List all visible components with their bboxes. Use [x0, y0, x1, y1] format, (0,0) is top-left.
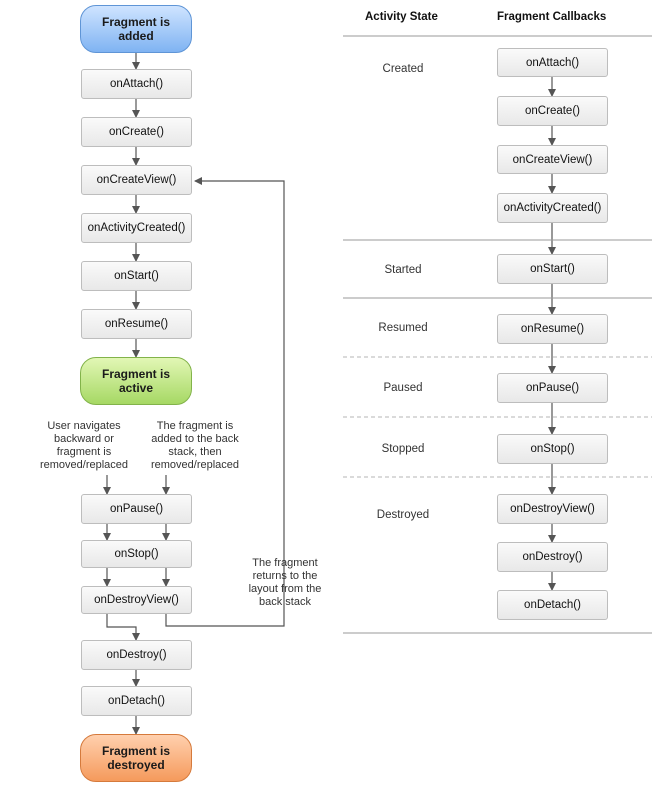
left-onpause-box: onPause() — [81, 494, 192, 524]
left-onstop-box: onStop() — [81, 540, 192, 568]
return-note: The fragment returns to the layout from … — [248, 557, 322, 608]
branch-right-note: The fragment is added to the back stack,… — [150, 420, 240, 471]
right-ondestroy-box: onDestroy() — [497, 542, 608, 572]
left-onstart-box: onStart() — [81, 261, 192, 291]
right-onattach-box: onAttach() — [497, 48, 608, 77]
state-created: Created — [382, 63, 424, 75]
state-stopped: Stopped — [381, 443, 425, 455]
header-fragment-callbacks: Fragment Callbacks — [497, 11, 607, 23]
right-onresume-box: onResume() — [497, 314, 608, 344]
left-onactivitycreated-box: onActivityCreated() — [81, 213, 192, 243]
right-onstart-box: onStart() — [497, 254, 608, 284]
right-oncreate-box: onCreate() — [497, 96, 608, 126]
right-onpause-box: onPause() — [497, 373, 608, 403]
state-destroyed: Destroyed — [376, 509, 430, 521]
right-oncreateview-box: onCreateView() — [497, 145, 608, 174]
left-oncreateview-box: onCreateView() — [81, 165, 192, 195]
branch-left-note: User navigates backward or fragment is r… — [39, 420, 129, 471]
left-onresume-box: onResume() — [81, 309, 192, 339]
arrow-destroyview-to-destroy — [106, 614, 140, 641]
fragment-destroyed-node: Fragment is destroyed — [80, 734, 192, 782]
state-paused: Paused — [383, 382, 423, 394]
state-resumed: Resumed — [378, 322, 428, 334]
left-onattach-box: onAttach() — [81, 69, 192, 99]
right-onactivitycreated-box: onActivityCreated() — [497, 193, 608, 223]
fragment-added-node: Fragment is added — [80, 5, 192, 53]
right-ondetach-box: onDetach() — [497, 590, 608, 620]
right-onstop-box: onStop() — [497, 434, 608, 464]
left-ondestroyview-box: onDestroyView() — [81, 586, 192, 614]
fragment-active-node: Fragment is active — [80, 357, 192, 405]
left-ondetach-box: onDetach() — [81, 686, 192, 716]
left-oncreate-box: onCreate() — [81, 117, 192, 147]
header-activity-state: Activity State — [365, 11, 438, 23]
right-ondestroyview-box: onDestroyView() — [497, 494, 608, 524]
arrow-return-to-createview — [165, 177, 285, 627]
left-ondestroy-box: onDestroy() — [81, 640, 192, 670]
state-started: Started — [384, 264, 422, 276]
